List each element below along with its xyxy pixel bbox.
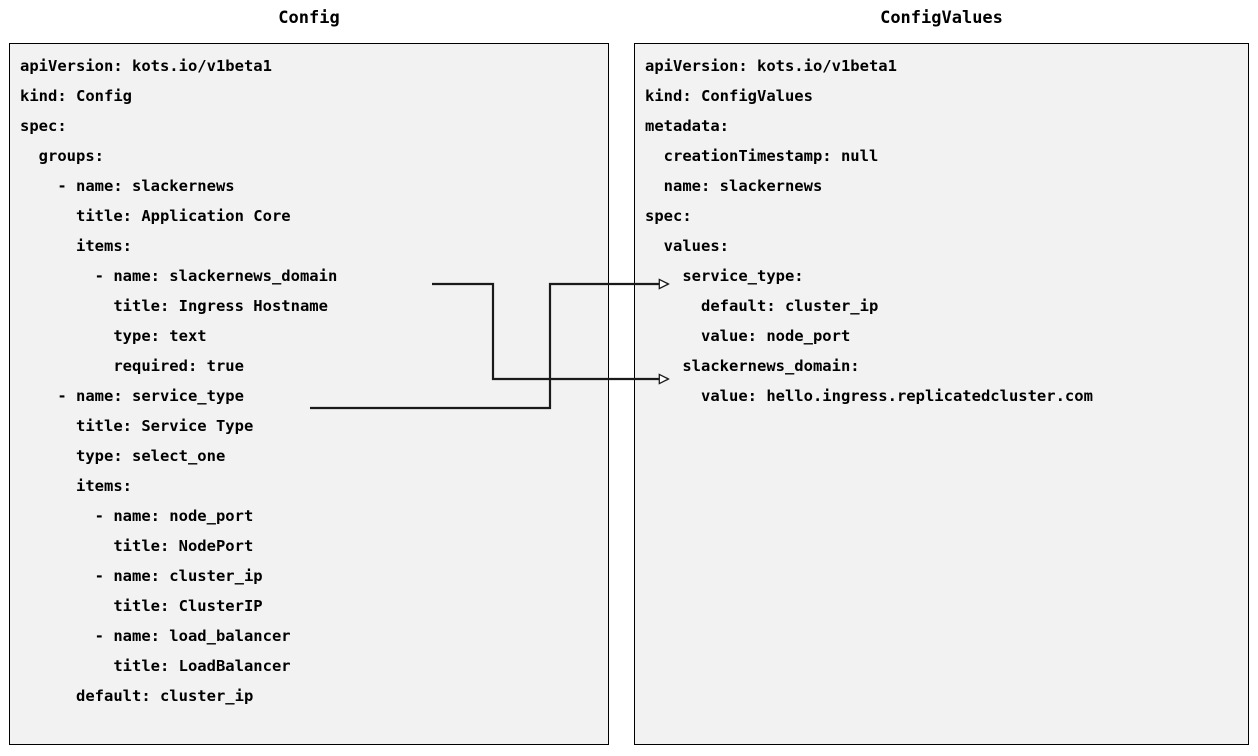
- yaml-line: apiVersion: kots.io/v1beta1: [645, 57, 897, 75]
- yaml-line: required: true: [20, 357, 244, 375]
- yaml-line: - name: node_port: [20, 507, 254, 525]
- configvalues-yaml-block: apiVersion: kots.io/v1beta1 kind: ConfigV…: [645, 51, 1093, 411]
- config-yaml-block: apiVersion: kots.io/v1beta1 kind: Config s…: [20, 51, 337, 711]
- yaml-line: kind: ConfigValues: [645, 87, 813, 105]
- yaml-line: title: NodePort: [20, 537, 254, 555]
- yaml-line: items:: [20, 477, 132, 495]
- yaml-line: groups:: [20, 147, 104, 165]
- yaml-line: slackernews_domain:: [645, 357, 860, 375]
- yaml-line: apiVersion: kots.io/v1beta1: [20, 57, 272, 75]
- config-panel: apiVersion: kots.io/v1beta1 kind: Config s…: [9, 43, 609, 745]
- yaml-line: type: text: [20, 327, 207, 345]
- yaml-line: - name: service_type: [20, 387, 244, 405]
- panel-title-configvalues: ConfigValues: [880, 8, 1003, 28]
- yaml-line: type: select_one: [20, 447, 226, 465]
- yaml-line: - name: slackernews: [20, 177, 235, 195]
- yaml-line: title: Ingress Hostname: [20, 297, 328, 315]
- yaml-line: title: ClusterIP: [20, 597, 263, 615]
- yaml-line: metadata:: [645, 117, 729, 135]
- panel-title-config: Config: [278, 8, 340, 28]
- yaml-line: spec:: [645, 207, 692, 225]
- yaml-line: items:: [20, 237, 132, 255]
- yaml-line: spec:: [20, 117, 67, 135]
- yaml-line: title: Service Type: [20, 417, 254, 435]
- yaml-line: name: slackernews: [645, 177, 823, 195]
- yaml-line: value: hello.ingress.replicatedcluster.c…: [645, 387, 1093, 405]
- yaml-line: title: Application Core: [20, 207, 291, 225]
- yaml-line: - name: cluster_ip: [20, 567, 263, 585]
- yaml-line: value: node_port: [645, 327, 851, 345]
- yaml-line: creationTimestamp: null: [645, 147, 879, 165]
- yaml-line: values:: [645, 237, 729, 255]
- yaml-line: service_type:: [645, 267, 804, 285]
- yaml-line: - name: load_balancer: [20, 627, 291, 645]
- yaml-line: title: LoadBalancer: [20, 657, 291, 675]
- yaml-line: default: cluster_ip: [645, 297, 879, 315]
- yaml-line: default: cluster_ip: [20, 687, 254, 705]
- yaml-line: - name: slackernews_domain: [20, 267, 338, 285]
- yaml-line: kind: Config: [20, 87, 132, 105]
- configvalues-panel: apiVersion: kots.io/v1beta1 kind: ConfigV…: [634, 43, 1249, 745]
